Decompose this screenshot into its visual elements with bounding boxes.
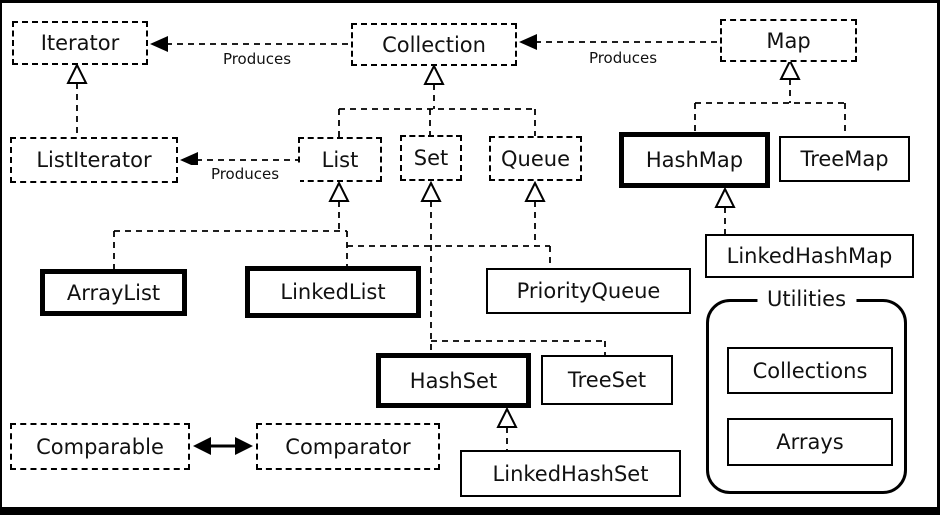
node-list: List — [298, 137, 382, 182]
solid-arrowheads — [150, 34, 537, 455]
node-collection: Collection — [351, 23, 517, 66]
produces-arrowhead-listiterator — [180, 152, 198, 168]
dashed-connectors — [76, 41, 846, 450]
node-arrays: Arrays — [727, 418, 893, 466]
node-linkedhashmap: LinkedHashMap — [705, 234, 914, 278]
node-treeset: TreeSet — [541, 355, 673, 405]
produces-label-collection-iterator: Produces — [202, 50, 312, 68]
inheritance-arrow-hashset — [496, 406, 518, 428]
produces-arrowhead-collection — [519, 34, 537, 50]
node-comparable: Comparable — [10, 423, 190, 470]
node-linkedhashset: LinkedHashSet — [460, 450, 681, 497]
node-linkedlist: LinkedList — [245, 266, 421, 318]
node-hashmap: HashMap — [619, 132, 770, 188]
inheritance-triangles — [66, 58, 801, 428]
produces-label-map-collection: Produces — [568, 49, 678, 67]
node-listiterator: ListIterator — [10, 137, 178, 183]
node-arraylist: ArrayList — [40, 269, 187, 316]
produces-arrowhead-iterator — [150, 36, 168, 52]
utilities-group: Utilities Collections Arrays — [706, 287, 907, 494]
inheritance-arrow-collection — [423, 63, 445, 85]
inheritance-arrow-set — [420, 180, 442, 202]
connector-layer — [66, 34, 846, 455]
inheritance-arrow-queue — [524, 180, 546, 202]
node-treemap: TreeMap — [779, 136, 910, 182]
node-hashset: HashSet — [376, 353, 531, 408]
inheritance-arrow-map — [779, 58, 801, 80]
node-iterator: Iterator — [12, 21, 148, 65]
bidirectional-arrowhead-left — [193, 437, 211, 455]
node-priorityqueue: PriorityQueue — [486, 268, 691, 314]
produces-label-list-listiterator: Produces — [190, 165, 300, 183]
node-map: Map — [720, 19, 857, 62]
node-comparator: Comparator — [256, 423, 440, 470]
utilities-label: Utilities — [756, 287, 857, 311]
node-collections: Collections — [727, 347, 893, 394]
node-set: Set — [400, 135, 462, 181]
inheritance-arrow-list — [328, 180, 350, 202]
bidirectional-arrowhead-right — [235, 437, 253, 455]
inheritance-arrow-iterator — [66, 62, 88, 84]
inheritance-arrow-hashmap — [714, 186, 736, 208]
node-queue: Queue — [489, 136, 582, 181]
